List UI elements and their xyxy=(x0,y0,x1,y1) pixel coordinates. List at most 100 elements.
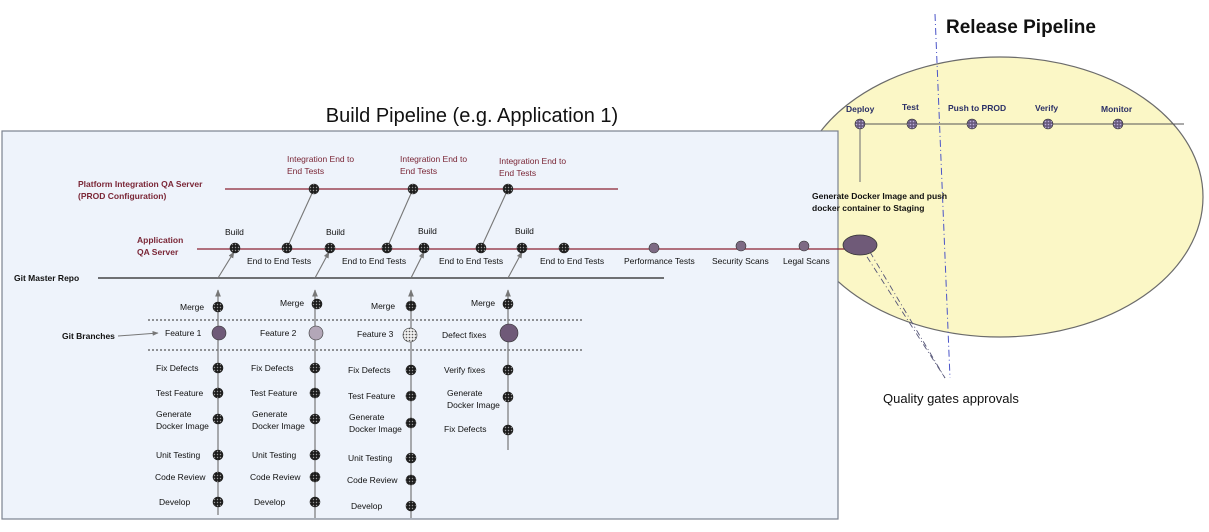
step-node xyxy=(309,449,321,461)
step-node xyxy=(381,242,393,254)
integration-test-1: Integration End to End Tests xyxy=(287,154,354,195)
step-label-security: Security Scans xyxy=(712,256,769,266)
branch-steps-feature2: Fix Defects Test Feature Generate Docker… xyxy=(250,362,321,508)
step-node xyxy=(405,452,417,464)
step-node xyxy=(212,387,224,399)
step-node xyxy=(405,364,417,376)
git-master-label: Git Master Repo xyxy=(14,273,79,283)
build-pipeline-panel xyxy=(1,130,839,520)
svg-text:Fix Defects: Fix Defects xyxy=(251,363,294,373)
step-node xyxy=(212,471,224,483)
platform-qa-sublabel: (PROD Configuration) xyxy=(78,191,166,201)
step-node xyxy=(405,500,417,512)
step-label-build: Build xyxy=(326,227,345,237)
integration-test-2: Integration End to End Tests xyxy=(400,154,467,195)
step-node xyxy=(309,413,321,425)
svg-text:Docker Image: Docker Image xyxy=(252,421,305,431)
step-node xyxy=(281,242,293,254)
step-node xyxy=(309,387,321,399)
svg-text:Fix Defects: Fix Defects xyxy=(348,365,391,375)
step-label-e2e: End to End Tests xyxy=(439,256,503,266)
release-label-deploy: Deploy xyxy=(846,104,875,114)
git-branches-label: Git Branches xyxy=(62,331,115,341)
release-label-monitor: Monitor xyxy=(1101,104,1133,114)
branch-steps-feature3: Fix Defects Test Feature Generate Docker… xyxy=(347,364,417,512)
merge-label: Merge xyxy=(371,301,395,311)
release-node xyxy=(966,118,978,130)
step-label-legal: Legal Scans xyxy=(783,256,830,266)
step-node xyxy=(418,242,430,254)
step-label-performance: Performance Tests xyxy=(624,256,695,266)
merge-node xyxy=(502,298,514,310)
step-label-build: Build xyxy=(418,226,437,236)
feature-label: Feature 2 xyxy=(260,328,297,338)
svg-text:Develop: Develop xyxy=(351,501,382,511)
step-node xyxy=(558,242,570,254)
svg-text:Fix Defects: Fix Defects xyxy=(156,363,199,373)
merge-label: Merge xyxy=(280,298,304,308)
svg-text:Docker Image: Docker Image xyxy=(349,424,402,434)
step-node xyxy=(502,364,514,376)
svg-text:Integration End to: Integration End to xyxy=(287,154,354,164)
feature-label: Feature 1 xyxy=(165,328,202,338)
release-steps: Deploy Test Push to PROD Verify Monitor xyxy=(846,102,1133,130)
build-pipeline-title: Build Pipeline (e.g. Application 1) xyxy=(326,105,618,127)
docker-push-label: Generate Docker Image and push xyxy=(812,191,947,201)
svg-text:Fix Defects: Fix Defects xyxy=(444,424,487,434)
svg-text:Develop: Develop xyxy=(254,497,285,507)
feature-node xyxy=(402,327,418,343)
step-node xyxy=(405,474,417,486)
step-node xyxy=(212,496,224,508)
svg-text:Unit Testing: Unit Testing xyxy=(348,453,393,463)
integration-link-2 xyxy=(386,188,414,249)
feature-node xyxy=(499,323,519,343)
step-node xyxy=(309,362,321,374)
step-node xyxy=(324,242,336,254)
svg-text:Generate: Generate xyxy=(252,409,288,419)
svg-text:Unit Testing: Unit Testing xyxy=(156,450,201,460)
step-node xyxy=(475,242,487,254)
release-divider-line xyxy=(934,13,951,379)
step-node xyxy=(502,391,514,403)
step-node xyxy=(405,390,417,402)
merge-label: Merge xyxy=(180,302,204,312)
svg-text:Generate: Generate xyxy=(447,388,483,398)
release-node xyxy=(1112,118,1124,130)
branch-arrow-defects xyxy=(507,251,523,279)
feature-node xyxy=(211,325,227,341)
integration-node xyxy=(407,183,419,195)
quality-gates-label: Quality gates approvals xyxy=(883,391,1019,406)
step-label-build: Build xyxy=(515,226,534,236)
step-node xyxy=(212,449,224,461)
docker-push-sublabel: docker container to Staging xyxy=(812,203,924,213)
feature-label: Feature 3 xyxy=(357,329,394,339)
svg-text:Generate: Generate xyxy=(156,409,192,419)
svg-text:Code Review: Code Review xyxy=(347,475,398,485)
step-node xyxy=(212,362,224,374)
git-branches-arrow xyxy=(117,331,159,337)
svg-text:Docker Image: Docker Image xyxy=(156,421,209,431)
step-node xyxy=(229,242,241,254)
integration-link-1 xyxy=(286,188,315,249)
branch-steps-feature1: Fix Defects Test Feature Generate Docker… xyxy=(155,362,224,508)
step-node xyxy=(502,424,514,436)
branch-arrow-feature2 xyxy=(314,251,330,279)
release-label-test: Test xyxy=(902,102,919,112)
integration-node xyxy=(502,183,514,195)
step-node xyxy=(798,240,810,252)
svg-text:End Tests: End Tests xyxy=(499,168,536,178)
merge-label: Merge xyxy=(471,298,495,308)
step-node xyxy=(309,496,321,508)
release-pipeline-title: Release Pipeline xyxy=(946,17,1096,38)
feature-label: Defect fixes xyxy=(442,330,486,340)
release-node xyxy=(854,118,866,130)
release-label-verify: Verify xyxy=(1035,103,1058,113)
svg-text:Test Feature: Test Feature xyxy=(156,388,204,398)
step-node xyxy=(516,242,528,254)
svg-text:Integration End to: Integration End to xyxy=(499,156,566,166)
merge-row: Merge Merge Merge Merge xyxy=(180,298,514,313)
svg-text:Integration End to: Integration End to xyxy=(400,154,467,164)
step-node xyxy=(648,242,660,254)
